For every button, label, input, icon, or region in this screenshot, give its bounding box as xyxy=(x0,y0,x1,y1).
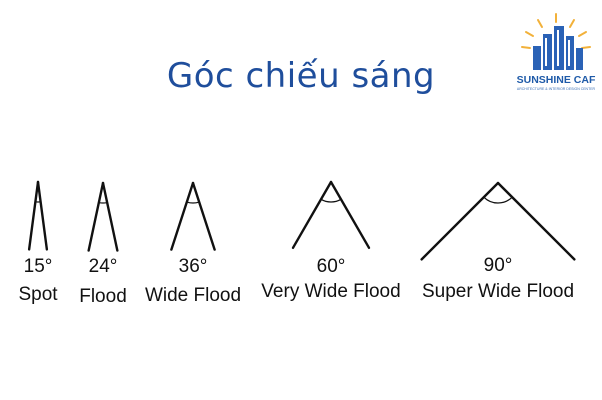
logo-subtitle: ARCHITECTURE & INTERIOR DESIGN CENTER xyxy=(516,87,596,91)
beam-angle-arc xyxy=(483,196,513,204)
page-title: Góc chiếu sáng xyxy=(166,56,436,96)
beam-name-label: Super Wide Flood xyxy=(421,281,575,302)
beam-angle-label: 24° xyxy=(88,256,118,277)
beam-angle-arc xyxy=(320,198,342,203)
beam-shape xyxy=(420,181,576,261)
beam-name-label: Very Wide Flood xyxy=(261,281,401,302)
beam-left-edge xyxy=(87,181,105,252)
beam-right-edge xyxy=(101,181,119,252)
beam-name-label: Flood xyxy=(79,286,127,307)
logo-name: SUNSHINE CAF xyxy=(516,74,596,86)
city-buildings-sun-icon xyxy=(521,13,591,70)
beam-right-edge xyxy=(329,180,371,250)
beam-shape xyxy=(291,180,371,250)
beam-right-edge xyxy=(36,180,49,251)
beam-shape xyxy=(87,181,119,252)
beam-angle-arc xyxy=(186,201,200,204)
beam-angle-label: 15° xyxy=(23,256,53,277)
beam-right-edge xyxy=(496,181,576,261)
beam-left-edge xyxy=(291,180,333,250)
beam-left-edge xyxy=(420,181,500,261)
beam-right-edge xyxy=(191,181,216,251)
beam-name-label: Wide Flood xyxy=(144,285,242,306)
beam-shape xyxy=(170,181,216,251)
beam-left-edge xyxy=(27,180,40,251)
beam-angle-label: 90° xyxy=(483,255,513,276)
logo: SUNSHINE CAF ARCHITECTURE & INTERIOR DES… xyxy=(516,10,596,96)
beam-angle-label: 60° xyxy=(316,256,346,277)
beam-name-label: Spot xyxy=(18,284,58,305)
beam-left-edge xyxy=(170,181,195,251)
beam-shape xyxy=(27,180,49,251)
beam-angle-label: 36° xyxy=(178,256,208,277)
